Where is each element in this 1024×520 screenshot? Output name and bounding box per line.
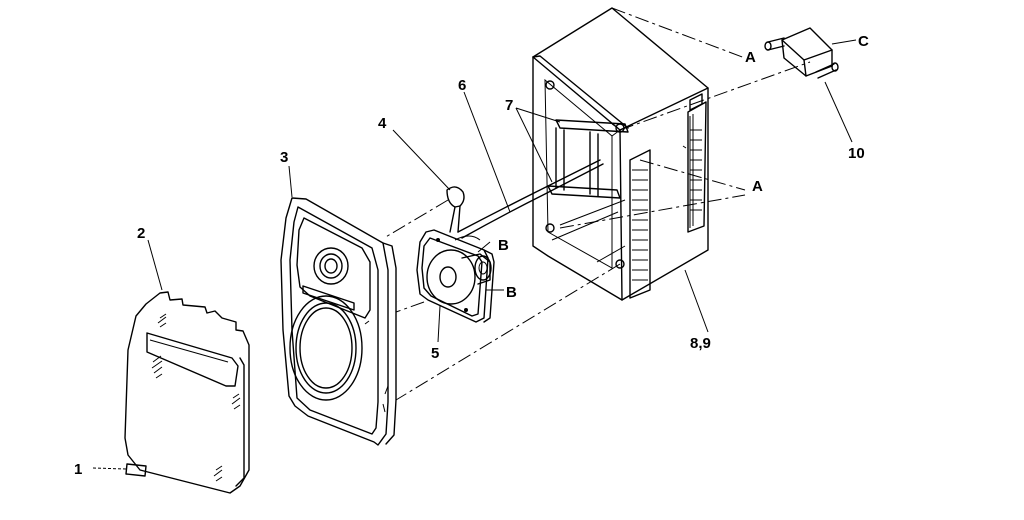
label-ref-b-top: B: [498, 237, 509, 254]
label-ref-b-bottom: B: [506, 284, 517, 301]
part-2-grille: [124, 291, 250, 494]
label-part-8-9: 8,9: [690, 335, 711, 352]
label-ref-c: C: [858, 33, 869, 50]
label-part-7: 7: [505, 97, 513, 114]
part-8-9-cabinet: [532, 7, 709, 301]
part-1-badge: [92, 463, 147, 477]
assembly-lines: [383, 7, 811, 401]
label-part-1: 1: [74, 461, 82, 478]
part-3-baffle: [280, 197, 397, 446]
part-6-wire: [454, 159, 604, 241]
label-part-4: 4: [378, 115, 387, 132]
label-part-6: 6: [458, 77, 466, 94]
label-ref-a-top: A: [745, 49, 756, 66]
label-part-3: 3: [280, 149, 288, 166]
part-10-terminal: [764, 27, 839, 79]
label-part-5: 5: [431, 345, 439, 362]
part-5-driver: [416, 229, 495, 323]
part-4-cable-clip: [446, 186, 465, 233]
part-labels: 1 2 3 4 5 6 7 8,9 10 A A B B C: [74, 33, 869, 478]
leader-lines: [147, 39, 857, 343]
label-part-2: 2: [137, 225, 145, 242]
label-part-10: 10: [848, 145, 865, 162]
label-ref-a-mid: A: [752, 178, 763, 195]
